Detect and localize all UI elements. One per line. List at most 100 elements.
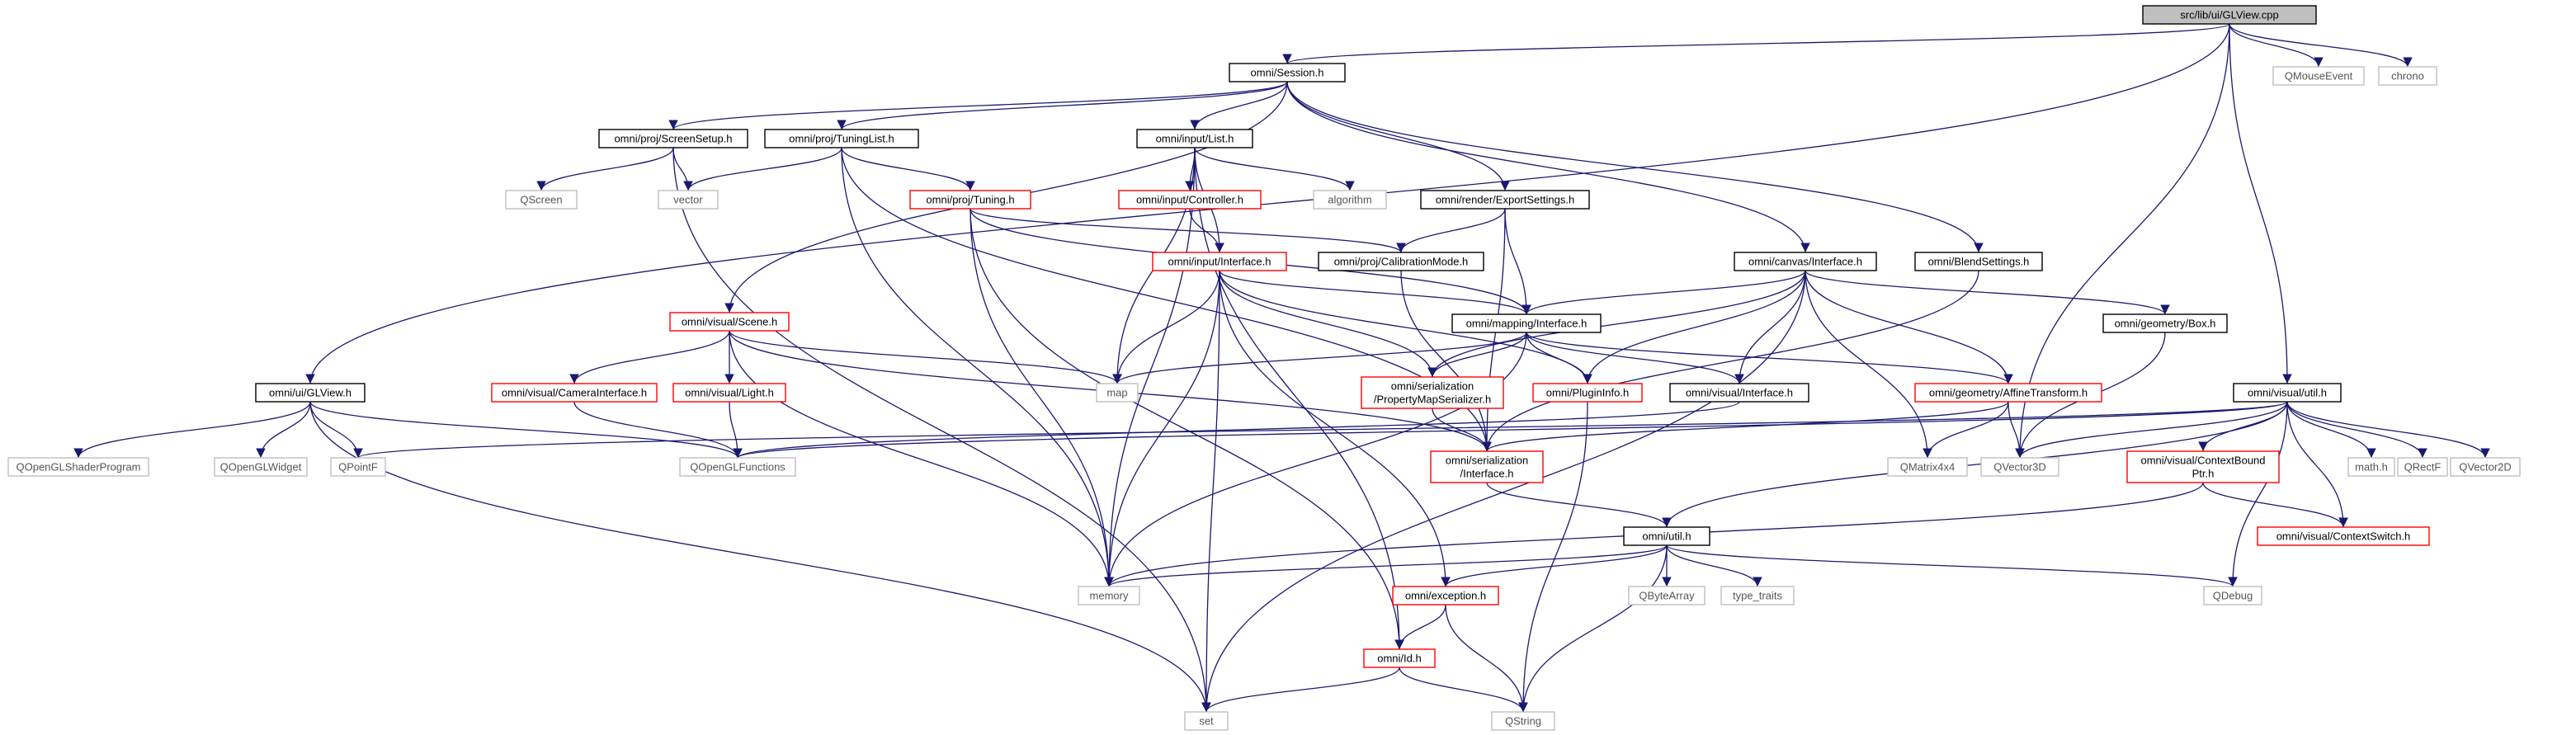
node-box xyxy=(1914,252,2043,271)
edge-visualutil-to-qrectf xyxy=(2286,401,2427,459)
node-affinetransform[interactable]: omni/geometry/AffineTransform.h xyxy=(1914,383,2102,403)
node-label: QRectF xyxy=(2404,461,2442,474)
node-box xyxy=(1980,457,2059,477)
node-visualinterface[interactable]: omni/visual/Interface.h xyxy=(1669,383,1809,403)
node-util[interactable]: omni/util.h xyxy=(1623,526,1710,546)
node-plugininfo[interactable]: omni/PluginInfo.h xyxy=(1532,383,1643,403)
node-label: omni/visual/util.h xyxy=(2248,387,2327,399)
edge-visualutil-to-util xyxy=(1662,401,2288,528)
edge-exportsettings-to-mappinginterface xyxy=(1504,208,1531,315)
edge-screensetup-to-set xyxy=(672,147,1211,713)
node-idh[interactable]: omni/Id.h xyxy=(1363,648,1436,668)
node-canvasinterface[interactable]: omni/canvas/Interface.h xyxy=(1734,252,1877,271)
edge-glview_cpp-to-visualutil xyxy=(2229,23,2292,384)
node-box xyxy=(1136,129,1253,148)
edge-screensetup-to-vector xyxy=(672,147,693,191)
node-propertymapserializer[interactable]: omni/serialization/PropertyMapSerializer… xyxy=(1361,376,1504,409)
node-camerainterface[interactable]: omni/visual/CameraInterface.h xyxy=(491,383,658,403)
node-box xyxy=(1078,586,1140,605)
node-screensetup[interactable]: omni/proj/ScreenSetup.h xyxy=(598,129,748,148)
edge-visualutil-to-contextswitch xyxy=(2286,401,2348,528)
node-label: omni/visual/Light.h xyxy=(685,387,774,399)
edge-uiglview-to-qopenglwidget xyxy=(256,401,311,459)
node-label: omni/input/Interface.h xyxy=(1168,256,1271,268)
edge-tuning-to-idh xyxy=(970,208,1404,650)
edge-visualutil-to-qpointf xyxy=(353,401,2288,459)
node-blendsettings[interactable]: omni/BlendSettings.h xyxy=(1914,252,2043,271)
node-contextswitch[interactable]: omni/visual/ContextSwitch.h xyxy=(2257,526,2430,546)
edge-visualutil-to-qopenglfunctions xyxy=(733,401,2288,459)
node-scene[interactable]: omni/visual/Scene.h xyxy=(669,312,790,332)
node-memory: memory xyxy=(1078,586,1140,605)
node-box[interactable]: omni/geometry/Box.h xyxy=(2102,313,2228,333)
node-algorithm: algorithm xyxy=(1313,190,1387,210)
node-light[interactable]: omni/visual/Light.h xyxy=(672,383,786,403)
edge-mappinginterface-to-map xyxy=(1112,332,1527,384)
node-typetraits: type_traits xyxy=(1720,586,1795,605)
edge-inputinterface-to-map xyxy=(1112,270,1220,384)
edge-idh-to-qstring xyxy=(1399,667,1528,713)
node-box xyxy=(1361,376,1504,409)
node-label: chrono xyxy=(2391,70,2424,82)
node-label: src/lib/ui/GLView.cpp xyxy=(2180,9,2278,21)
node-label: omni/exception.h xyxy=(1405,590,1486,602)
node-box xyxy=(1313,190,1387,210)
node-box xyxy=(679,457,796,477)
node-serializationinterface[interactable]: omni/serialization/Interface.h xyxy=(1430,450,1544,483)
node-map: map xyxy=(1096,383,1139,403)
node-exportsettings[interactable]: omni/render/ExportSettings.h xyxy=(1420,190,1590,210)
dependency-edges xyxy=(73,23,2490,713)
edge-controller-to-inputinterface xyxy=(1189,208,1224,253)
node-label: omni/serialization/PropertyMapSerializer… xyxy=(1374,380,1491,406)
edge-affinetransform-to-serializationinterface xyxy=(1482,401,2009,452)
node-qscreen: QScreen xyxy=(505,190,578,210)
edge-serializationinterface-to-util xyxy=(1486,482,1672,528)
edge-canvasinterface-to-qmatrix4x4 xyxy=(1805,270,1932,459)
node-qopenglshaderprogram: QOpenGLShaderProgram xyxy=(7,457,149,477)
node-calibrationmode[interactable]: omni/proj/CalibrationMode.h xyxy=(1318,252,1484,271)
node-session[interactable]: omni/Session.h xyxy=(1229,63,1346,82)
node-label: omni/proj/Tuning.h xyxy=(926,194,1014,206)
node-box xyxy=(2126,450,2280,483)
edge-glview_cpp-to-uiglview xyxy=(305,23,2230,384)
node-box xyxy=(1430,450,1544,483)
node-box xyxy=(909,190,1031,210)
node-visualutil[interactable]: omni/visual/util.h xyxy=(2233,383,2342,403)
node-box xyxy=(2142,5,2317,25)
edge-screensetup-to-qscreen xyxy=(536,147,674,191)
node-box xyxy=(1096,383,1139,403)
node-box xyxy=(2397,457,2448,477)
node-label: QOpenGLShaderProgram xyxy=(16,461,140,474)
node-exception[interactable]: omni/exception.h xyxy=(1392,586,1499,605)
node-vector: vector xyxy=(658,190,719,210)
node-box xyxy=(2233,383,2342,403)
node-inputlist[interactable]: omni/input/List.h xyxy=(1136,129,1253,148)
node-mappinginterface[interactable]: omni/mapping/Interface.h xyxy=(1451,313,1602,333)
edge-idh-to-set xyxy=(1201,667,1400,713)
node-label: QMatrix4x4 xyxy=(1900,461,1955,474)
node-box xyxy=(1451,313,1602,333)
node-box xyxy=(598,129,748,148)
node-controller[interactable]: omni/input/Controller.h xyxy=(1118,190,1262,210)
node-tuning[interactable]: omni/proj/Tuning.h xyxy=(909,190,1031,210)
node-uiglview[interactable]: omni/ui/GLView.h xyxy=(255,383,366,403)
node-box xyxy=(7,457,149,477)
node-inputinterface[interactable]: omni/input/Interface.h xyxy=(1152,252,1287,271)
node-label: omni/input/List.h xyxy=(1156,133,1234,145)
edge-uiglview-to-qopenglfunctions xyxy=(309,401,743,459)
edge-glview_cpp-to-qvector3d xyxy=(2015,23,2230,459)
edge-util-to-typetraits xyxy=(1666,544,1762,587)
edge-mappinginterface-to-plugininfo xyxy=(1526,332,1592,384)
node-label: omni/geometry/AffineTransform.h xyxy=(1929,387,2088,399)
node-label: QByteArray xyxy=(1639,590,1695,602)
node-label: omni/proj/CalibrationMode.h xyxy=(1334,256,1469,268)
node-qopenglfunctions: QOpenGLFunctions xyxy=(679,457,796,477)
node-qstring: QString xyxy=(1491,711,1555,731)
node-glview_cpp[interactable]: src/lib/ui/GLView.cpp xyxy=(2142,5,2317,25)
edge-canvasinterface-to-affinetransform xyxy=(1805,270,2013,384)
node-tuninglist[interactable]: omni/proj/TuningList.h xyxy=(764,129,919,148)
node-label: omni/visual/CameraInterface.h xyxy=(502,387,647,399)
node-qrectf: QRectF xyxy=(2397,457,2448,477)
node-box xyxy=(1734,252,1877,271)
